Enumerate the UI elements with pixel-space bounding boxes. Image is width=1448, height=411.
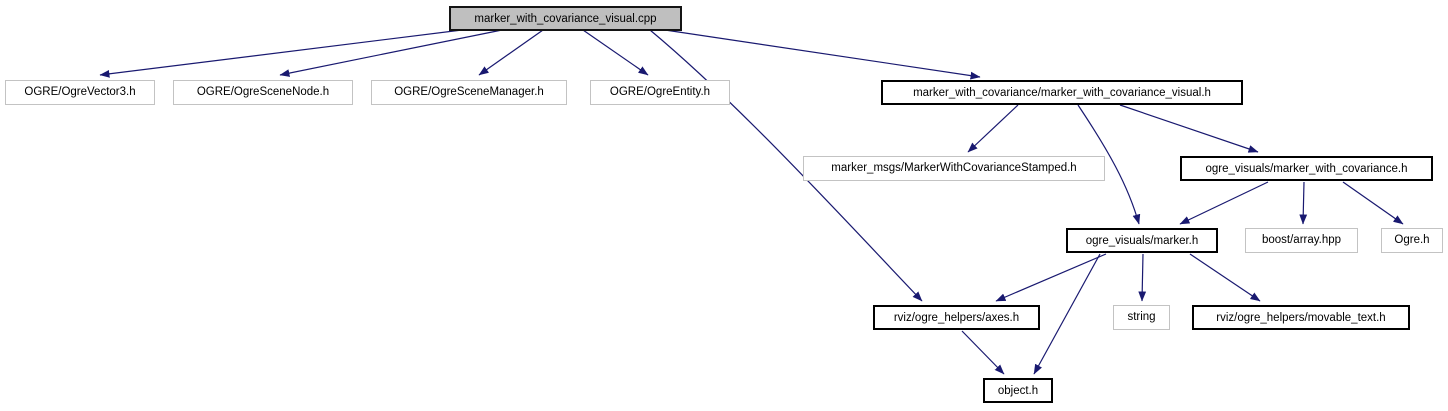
node-string: string (1113, 305, 1170, 330)
edge-mwc-h-to-ogre-h (1342, 181, 1404, 225)
node-ogre-h: Ogre.h (1381, 228, 1443, 253)
node-marker-with-covariance-visual-cpp: marker_with_covariance_visual.cpp (449, 6, 682, 31)
edge-marker-h-to-movable-text (1189, 253, 1261, 302)
edge-cpp-to-ogre-entity (582, 29, 649, 76)
node-marker-msgs-markerwithcovariancestamped-h: marker_msgs/MarkerWithCovarianceStamped.… (803, 156, 1105, 181)
edge-marker-h-to-string (1138, 253, 1147, 302)
node-ogre-entity-h: OGRE/OgreEntity.h (590, 80, 730, 105)
node-ogre-scenemanager-h: OGRE/OgreSceneManager.h (371, 80, 567, 105)
edge-cpp-to-ogre-vector3 (99, 29, 463, 78)
node-boost-array-hpp: boost/array.hpp (1245, 228, 1358, 253)
node-marker-with-covariance-visual-h[interactable]: marker_with_covariance/marker_with_covar… (881, 80, 1243, 105)
edge-mwc-visual-h-to-marker-h (1077, 104, 1141, 225)
node-rviz-ogre-helpers-movable-text-h[interactable]: rviz/ogre_helpers/movable_text.h (1192, 305, 1410, 330)
edge-marker-h-to-axes-h (995, 253, 1107, 302)
edge-mwc-h-to-marker-h (1179, 181, 1269, 225)
edge-cpp-to-axes-h (649, 29, 923, 302)
edge-mwc-h-to-boost-array (1299, 181, 1308, 225)
edge-cpp-to-mwc-visual-h (664, 29, 981, 80)
node-object-h[interactable]: object.h (983, 378, 1053, 403)
node-rviz-ogre-helpers-axes-h[interactable]: rviz/ogre_helpers/axes.h (873, 305, 1040, 330)
edge-axes-h-to-object-h (961, 330, 1005, 375)
edge-marker-h-to-object-h (1033, 253, 1101, 375)
edge-cpp-to-ogre-scenemgr (478, 29, 544, 76)
node-ogre-visuals-marker-h[interactable]: ogre_visuals/marker.h (1066, 228, 1218, 253)
edge-mwc-visual-h-to-marker-msgs (967, 104, 1019, 153)
node-ogre-scenenode-h: OGRE/OgreSceneNode.h (173, 80, 353, 105)
node-ogre-vector3-h: OGRE/OgreVector3.h (5, 80, 155, 105)
edge-cpp-to-ogre-scenenode (279, 29, 503, 77)
edge-mwc-visual-h-to-mwc-h (1119, 104, 1259, 153)
node-ogre-visuals-marker-with-covariance-h[interactable]: ogre_visuals/marker_with_covariance.h (1180, 156, 1433, 181)
